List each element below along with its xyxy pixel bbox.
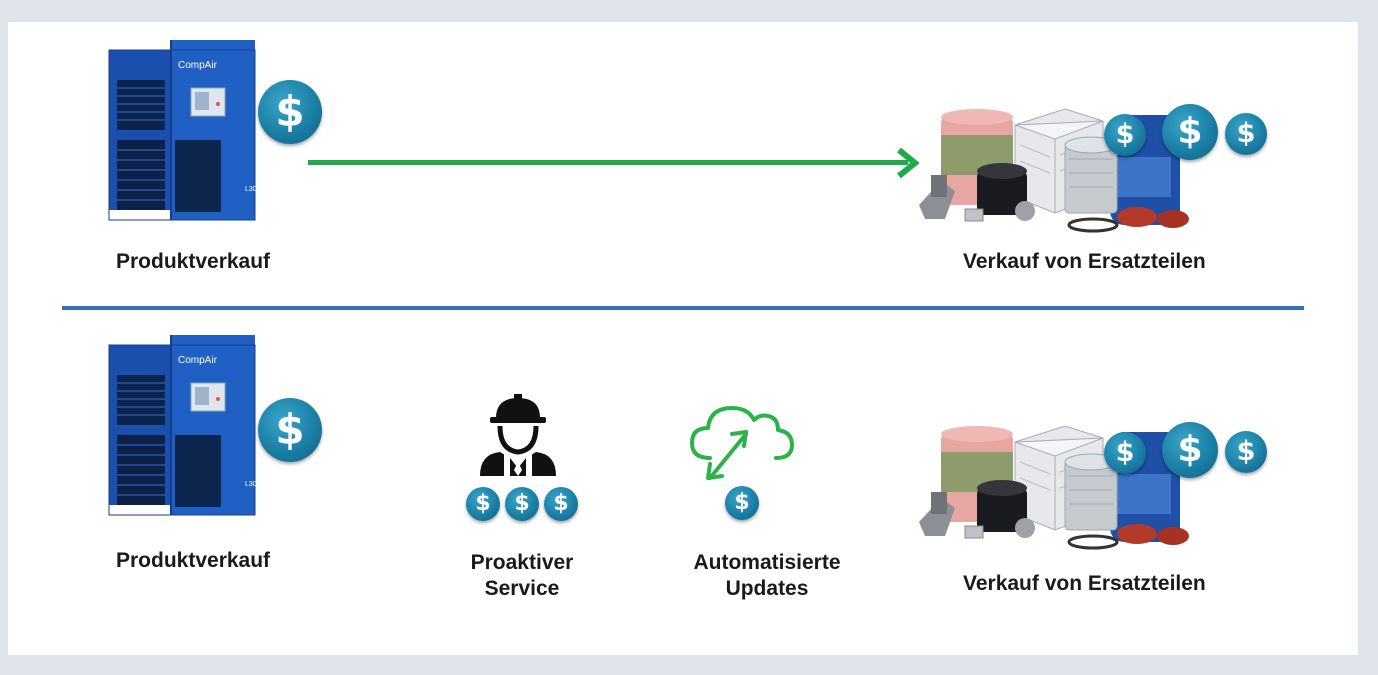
proactive-service-line2: Service (484, 577, 560, 600)
proactive-service-line1: Proaktiver (470, 551, 574, 574)
arrow-line (308, 160, 908, 165)
dollar-coin-icon: $ (725, 486, 759, 520)
dollar-coin-icon: $ (1104, 432, 1146, 474)
compressor-image-top (108, 40, 256, 221)
dollar-coin-icon: $ (505, 487, 539, 521)
dollar-coin-icon: $ (1225, 431, 1267, 473)
dollar-coin-icon: $ (466, 487, 500, 521)
service-worker-icon (480, 394, 556, 476)
compressor-image-bottom (108, 335, 256, 516)
dollar-coin-icon: $ (544, 487, 578, 521)
section-divider (62, 306, 1304, 310)
dollar-coin-icon: $ (1225, 113, 1267, 155)
automated-updates-line2: Updates (725, 577, 809, 600)
product-sale-label-top: Produktverkauf (116, 250, 271, 273)
cloud-update-icon (690, 406, 794, 480)
spare-parts-image-top (919, 108, 1189, 233)
automated-updates-line1: Automatisierte (693, 551, 841, 574)
product-sale-label-bottom: Produktverkauf (116, 549, 271, 572)
arrow-head-icon (897, 147, 920, 179)
automated-updates-label: Automatisierte Updates (668, 550, 866, 602)
compressor-model-bottom: L30 (245, 481, 257, 488)
dollar-coin-icon: $ (258, 398, 322, 462)
dollar-coin-icon: $ (258, 80, 322, 144)
compressor-brand-top: CompAir (178, 60, 217, 71)
dollar-coin-icon: $ (1162, 104, 1218, 160)
spare-parts-label-top: Verkauf von Ersatzteilen (963, 250, 1206, 273)
proactive-service-label: Proaktiver Service (450, 550, 594, 602)
compressor-brand-bottom: CompAir (178, 355, 217, 366)
dollar-coin-icon: $ (1104, 114, 1146, 156)
spare-parts-label-bottom: Verkauf von Ersatzteilen (963, 572, 1206, 595)
dollar-coin-icon: $ (1162, 422, 1218, 478)
compressor-model-top: L30 (245, 186, 257, 193)
